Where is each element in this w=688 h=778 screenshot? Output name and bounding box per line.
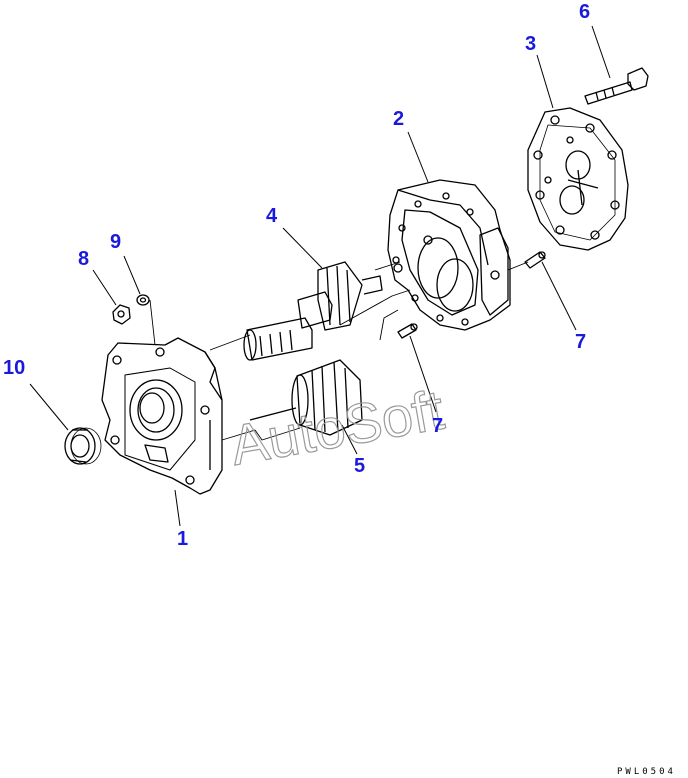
- part-front-cover: [101, 337, 223, 495]
- part-seal-ring: [64, 427, 102, 465]
- part-dowel-pin-right: [524, 251, 546, 269]
- part-washer: [136, 294, 150, 306]
- callout-6: 6: [579, 1, 590, 23]
- leader-lines: [29, 25, 611, 527]
- callout-7-left: 7: [432, 415, 443, 437]
- callout-10: 10: [3, 357, 25, 379]
- part-bolt: [584, 67, 649, 105]
- part-dowel-pin-left: [397, 323, 418, 339]
- callout-4: 4: [266, 205, 278, 227]
- callout-7-right: 7: [575, 331, 586, 353]
- watermark: AutoSoft: [226, 378, 449, 477]
- callout-3: 3: [525, 33, 536, 55]
- callout-8: 8: [78, 248, 89, 270]
- part-driven-gear: [249, 359, 363, 436]
- callout-5: 5: [354, 455, 365, 477]
- part-nut: [112, 304, 131, 325]
- callout-1: 1: [177, 528, 188, 550]
- assembly-guide-lines: [149, 261, 529, 441]
- part-drive-gear-shaft: [243, 261, 383, 361]
- callout-2: 2: [393, 108, 404, 130]
- drawing-code: PWL0504: [617, 767, 676, 777]
- callout-9: 9: [110, 231, 121, 253]
- part-rear-cover: [527, 107, 629, 251]
- part-gear-case: [387, 179, 511, 331]
